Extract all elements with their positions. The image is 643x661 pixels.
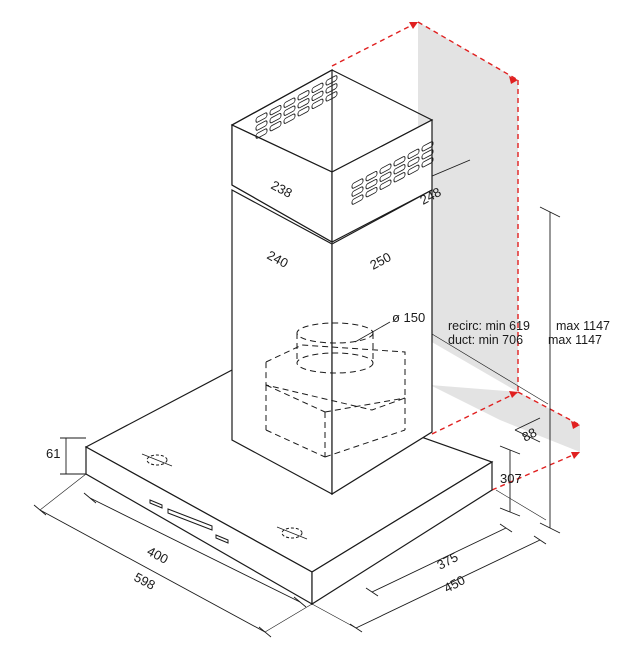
wall [418,22,580,452]
red-arrow-heads [409,22,580,459]
dim-450-label: 450 [441,572,467,595]
hidden-motor-outline [265,322,406,458]
dim-88-label: 88 [519,425,539,445]
outlet-diameter-label: ø 150 [392,310,425,325]
dim-400-label: 400 [145,543,171,566]
diameter-leader [354,321,391,343]
dim-61-label: 61 [46,446,60,461]
dimension-lines [33,159,561,638]
vent-slots [255,75,434,205]
recirc-label: recirc: min 619 [448,319,530,333]
duct-label: duct: min 706 [448,333,523,347]
lower-chimney [231,188,433,496]
duct-max-label: max 1147 [548,333,602,347]
dim-375-label: 375 [434,549,460,572]
dim-307-label: 307 [500,471,522,486]
wall-limit-lines [331,21,581,491]
recirc-max-label: max 1147 [556,319,610,333]
dim-598-label: 598 [132,569,158,592]
canopy-controls [141,453,308,544]
